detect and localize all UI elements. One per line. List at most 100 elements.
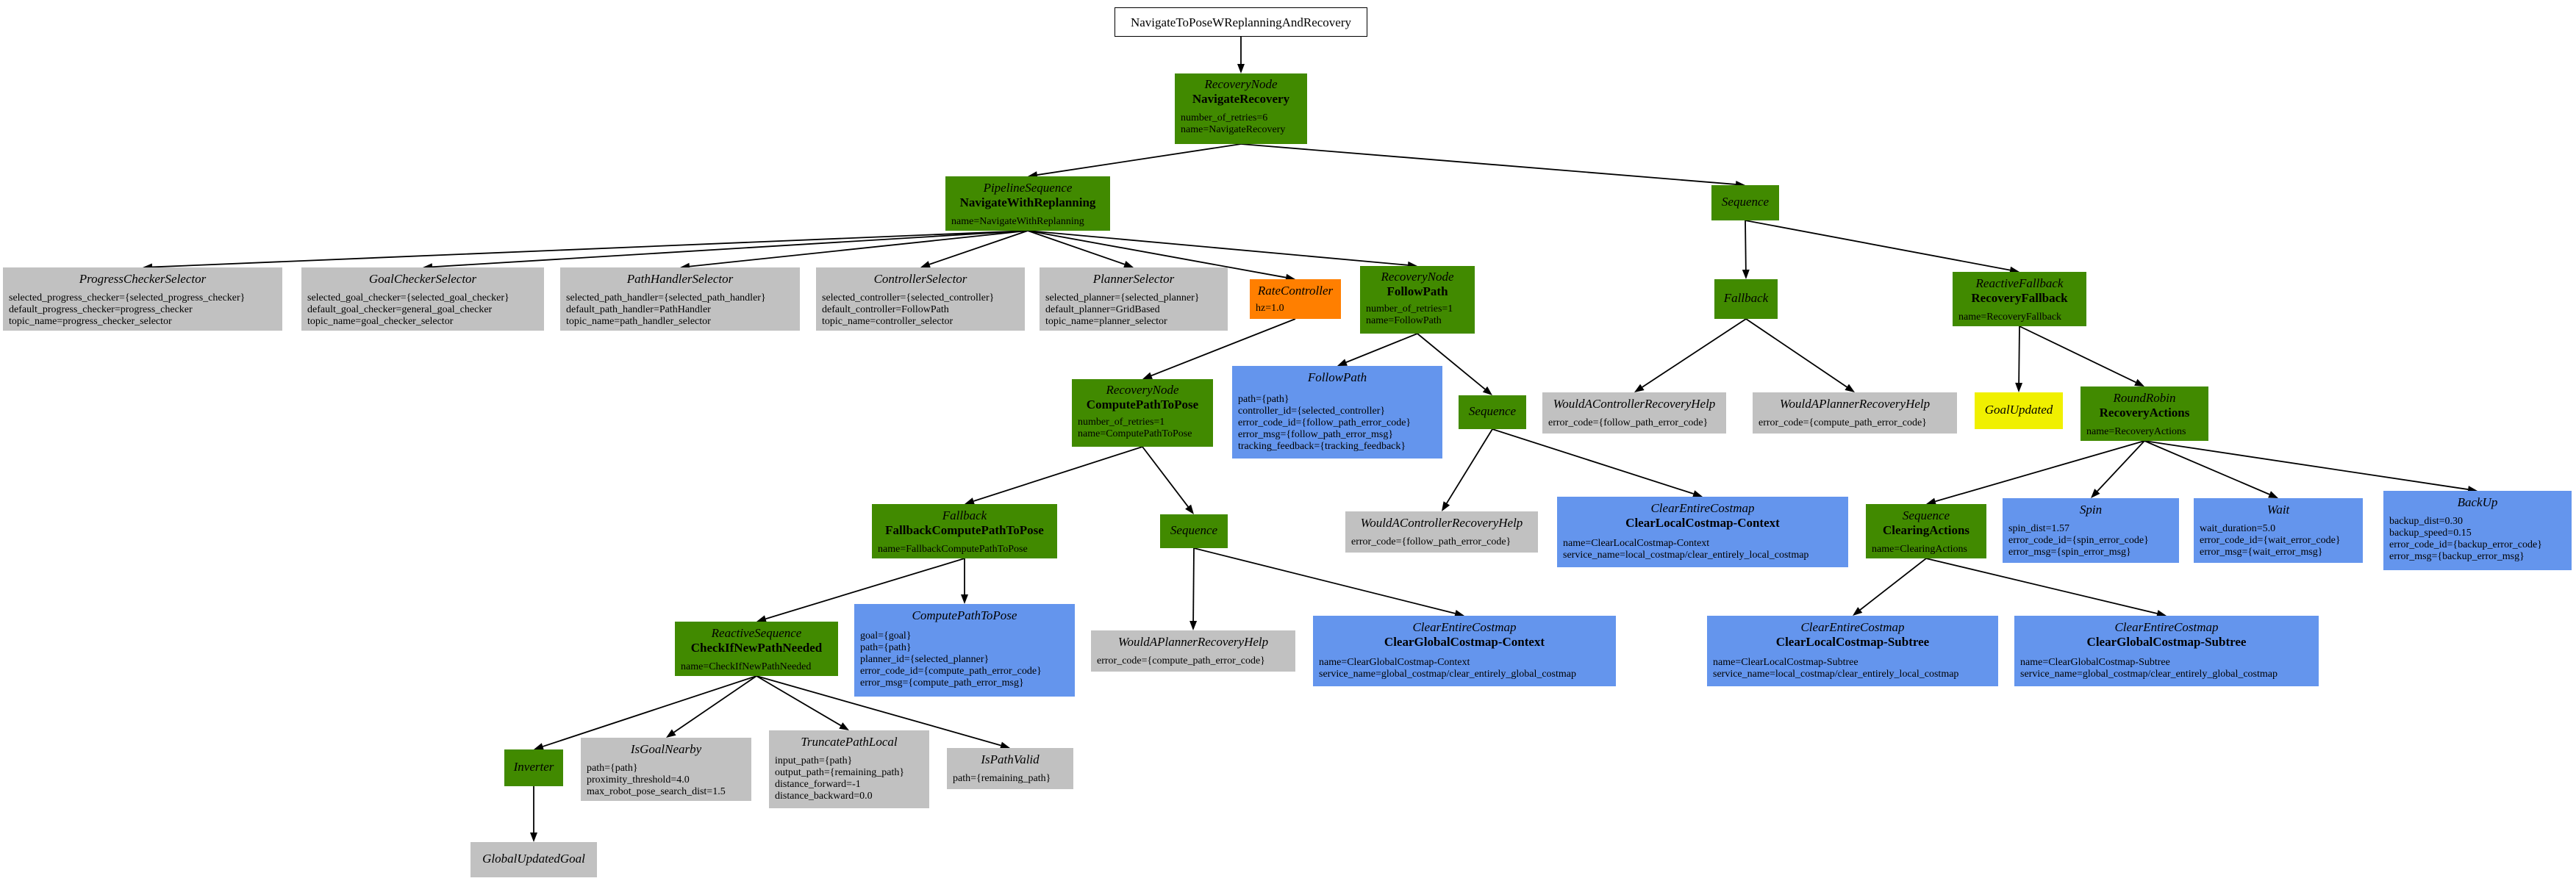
node-type-label: PlannerSelector <box>1092 272 1175 286</box>
node-name-label: ClearLocalCostmap-Context <box>1625 516 1780 530</box>
edge-arrowhead <box>1926 497 1936 506</box>
node-name-label: NavigateWithReplanning <box>959 195 1096 209</box>
node-param: distance_backward=0.0 <box>775 791 873 802</box>
node-type-label: RecoveryNode <box>1381 270 1454 284</box>
node-param: error_msg={follow_path_error_msg} <box>1238 429 1394 440</box>
node-check-if-new-path-needed: ReactiveSequence CheckIfNewPathNeeded na… <box>675 622 838 676</box>
edge-check_if_new_path_needed-to-truncate_path_local <box>756 675 842 727</box>
node-param: topic_name=controller_selector <box>822 316 954 327</box>
node-type-label: WouldAControllerRecoveryHelp <box>1360 516 1523 530</box>
node-name-label: FallbackComputePathToPose <box>885 523 1044 537</box>
node-param: name=CheckIfNewPathNeeded <box>681 661 812 672</box>
node-param: error_code={follow_path_error_code} <box>1351 536 1511 547</box>
node-param: error_msg={backup_error_msg} <box>2389 551 2525 562</box>
node-clearing-actions: Sequence ClearingActions name=ClearingAc… <box>1866 504 1986 558</box>
node-name-label: ClearGlobalCostmap-Subtree <box>2086 635 2247 649</box>
node-type-label: Spin <box>2079 503 2103 517</box>
node-clear-local-costmap-context: ClearEntireCostmap ClearLocalCostmap-Con… <box>1557 497 1848 567</box>
node-param: error_code_id={follow_path_error_code} <box>1238 417 1412 428</box>
node-param: topic_name=planner_selector <box>1045 316 1167 327</box>
node-param: name=RecoveryActions <box>2086 426 2186 437</box>
node-param: name=FallbackComputePathToPose <box>878 544 1028 555</box>
node-param: name=NavigateWithReplanning <box>951 216 1084 227</box>
node-param: topic_name=goal_checker_selector <box>307 316 454 327</box>
node-param: name=RecoveryFallback <box>1958 312 2062 323</box>
edge-arrowhead <box>2091 489 2100 498</box>
edge-compute_path_to_pose_recovery-to-compute_path_sequence <box>1142 446 1189 508</box>
node-param: name=ComputePathToPose <box>1078 428 1192 439</box>
edge-arrowhead <box>756 615 767 622</box>
node-type-label: Sequence <box>1468 404 1517 418</box>
node-param: output_path={remaining_path} <box>775 767 905 778</box>
node-type-label: ControllerSelector <box>873 272 967 286</box>
node-name-label: FollowPath <box>1387 284 1448 298</box>
node-type-label: GoalCheckerSelector <box>368 272 477 286</box>
node-would-a-controller-recovery-help: WouldAControllerRecoveryHelp error_code=… <box>1345 511 1538 553</box>
node-param: name=ClearingActions <box>1872 544 1967 555</box>
node-compute-path-to-pose-recovery: RecoveryNode ComputePathToPose number_of… <box>1072 379 1213 447</box>
node-controller-selector: ControllerSelector selected_controller={… <box>816 267 1025 331</box>
node-param: selected_path_handler={selected_path_han… <box>566 292 766 303</box>
edge-navigate_with_replanning-to-goal_checker_selector <box>432 230 1028 268</box>
node-global-updated-goal: GlobalUpdatedGoal <box>471 842 597 877</box>
node-name-label: ClearGlobalCostmap-Context <box>1384 635 1545 649</box>
node-param: proximity_threshold=4.0 <box>587 774 690 785</box>
node-type-label: BackUp <box>2457 495 2498 509</box>
edge-arrowhead <box>2015 382 2023 392</box>
edge-arrowhead <box>1482 386 1492 395</box>
node-clear-local-costmap-subtree: ClearEntireCostmap ClearLocalCostmap-Sub… <box>1707 616 1998 686</box>
node-goal-checker-selector: GoalCheckerSelector selected_goal_checke… <box>301 267 544 331</box>
node-name-label: NavigateRecovery <box>1192 92 1290 106</box>
node-param: path={path} <box>1238 394 1289 405</box>
node-type-label: GoalUpdated <box>1984 403 2053 417</box>
edge-follow_path_recovery-to-follow_path_sequence <box>1417 333 1486 390</box>
node-param: planner_id={selected_planner} <box>860 654 990 665</box>
node-param: name=ClearLocalCostmap-Context <box>1563 538 1710 549</box>
node-follow-path-action: FollowPath path={path}controller_id={sel… <box>1232 366 1442 459</box>
node-param: path={remaining_path} <box>953 773 1051 784</box>
node-param: error_code={compute_path_error_code} <box>1097 655 1265 666</box>
node-param: number_of_retries=1 <box>1366 303 1453 314</box>
node-param: path={path} <box>587 763 638 774</box>
edge-navigate_with_replanning-to-planner_selector <box>1027 230 1126 265</box>
edge-arrowhead <box>1442 501 1450 511</box>
node-recovery-actions: RoundRobin RecoveryActions name=Recovery… <box>2081 386 2208 441</box>
node-param: tracking_feedback={tracking_feedback} <box>1238 441 1406 452</box>
node-param: error_code={compute_path_error_code} <box>1759 417 1927 428</box>
node-param: error_code={follow_path_error_code} <box>1548 417 1709 428</box>
edge-arrowhead <box>666 729 676 738</box>
node-planner-selector: PlannerSelector selected_planner={select… <box>1040 267 1228 331</box>
node-type-label: RateController <box>1257 284 1334 298</box>
edge-recovery_actions-to-backup <box>2144 440 2469 490</box>
node-type-label: FollowPath <box>1307 370 1367 384</box>
node-type-label: Sequence <box>1170 523 1218 537</box>
edge-arrowhead <box>1185 504 1194 514</box>
node-inverter: Inverter <box>504 749 563 786</box>
node-type-label: WouldAPlannerRecoveryHelp <box>1779 397 1931 411</box>
edge-recovery_actions-to-spin <box>2097 440 2145 492</box>
node-name-label: ClearingActions <box>1882 523 1970 537</box>
edge-arrowhead <box>1000 741 1010 749</box>
edge-check_if_new_path_needed-to-is_path_valid <box>756 675 1001 747</box>
edge-follow_path_recovery-to-follow_path_action <box>1345 333 1418 363</box>
node-param: service_name=global_costmap/clear_entire… <box>2020 669 2278 680</box>
edge-compute_path_sequence-to-clear_global_costmap_context <box>1193 547 1456 614</box>
node-param: service_name=local_costmap/clear_entirel… <box>1563 550 1809 561</box>
node-goal-updated: GoalUpdated <box>1975 392 2063 429</box>
node-name-label: RecoveryActions <box>2099 406 2190 420</box>
edge-top_sequence-to-top_fallback <box>1745 220 1747 270</box>
node-type-label: Inverter <box>513 760 554 774</box>
edge-arrowhead <box>530 833 537 842</box>
node-type-label: ClearEntireCostmap <box>1800 620 1905 634</box>
edge-navigate_with_replanning-to-progress_checker_selector <box>151 230 1028 268</box>
node-param: distance_forward=-1 <box>775 779 861 790</box>
node-would-a-planner-recovery-help: WouldAPlannerRecoveryHelp error_code={co… <box>1091 630 1295 672</box>
edge-compute_path_to_pose_recovery-to-fallback_compute_path <box>973 446 1143 502</box>
node-follow-path-sequence: Sequence <box>1459 395 1526 429</box>
node-is-goal-nearby: IsGoalNearby path={path}proximity_thresh… <box>581 738 751 801</box>
node-type-label: ProgressCheckerSelector <box>79 272 207 286</box>
node-type-label: WouldAPlannerRecoveryHelp <box>1117 635 1269 649</box>
node-param: topic_name=path_handler_selector <box>566 316 711 327</box>
